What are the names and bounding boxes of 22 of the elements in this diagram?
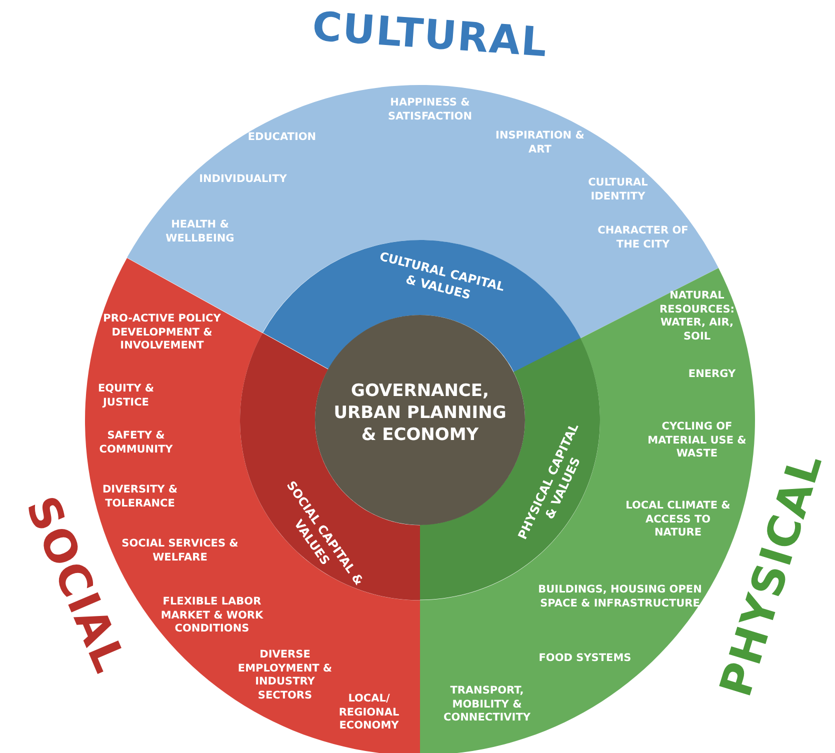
topic-label: HEALTH & WELLBEING (164, 218, 236, 246)
topic-label: SOCIAL SERVICES & WELFARE (122, 537, 240, 565)
topic-label: BUILDINGS, HOUSING OPEN SPACE & INFRASTRUCTURE (538, 583, 702, 611)
topic-label: ENERGY (687, 368, 737, 382)
topic-label: INDIVIDUALITY (198, 173, 288, 187)
topic-label: FLEXIBLE LABOR MARKET & WORK CONDITIONS (160, 596, 264, 636)
topic-label: FOOD SYSTEMS (538, 652, 632, 666)
center-label: GOVERNANCE, URBAN PLANNING & ECONOMY (332, 380, 508, 446)
topic-label: DIVERSE EMPLOYMENT & INDUSTRY SECTORS (236, 648, 334, 704)
topic-label: CHARACTER OF THE CITY (596, 224, 690, 252)
topic-label: PRO-ACTIVE POLICY DEVELOPMENT & INVOLVEMENT (102, 312, 222, 354)
topic-label: HAPPINESS & SATISFACTION (386, 96, 474, 124)
topic-label: INSPIRATION & ART (494, 129, 586, 157)
topic-label: EDUCATION (246, 131, 318, 145)
topic-label: CULTURAL IDENTITY (587, 176, 649, 204)
topic-label: EQUITY & JUSTICE (96, 382, 156, 410)
topic-label: NATURAL RESOURCES: WATER, AIR, SOIL (658, 290, 736, 344)
topic-label: SAFETY & COMMUNITY (98, 429, 174, 457)
topic-label: LOCAL/ REGIONAL ECONOMY (338, 692, 400, 734)
topic-label: TRANSPORT, MOBILITY & CONNECTIVITY (442, 684, 532, 726)
topic-label: CYCLING OF MATERIAL USE & WASTE (646, 420, 746, 460)
category-heading: CULTURAL (310, 6, 550, 64)
